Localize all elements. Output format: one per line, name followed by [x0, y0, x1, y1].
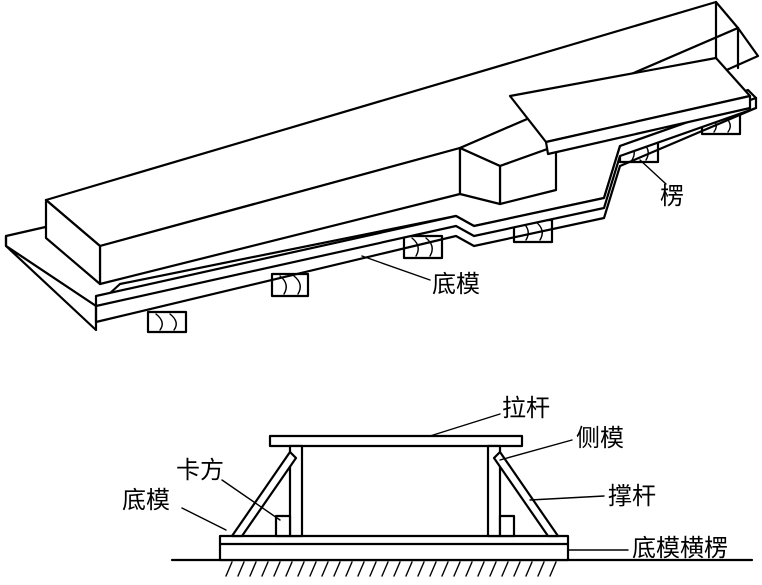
batten-1 — [146, 310, 188, 334]
ground-hatch — [225, 561, 557, 577]
bottom-cross-batten — [218, 534, 570, 562]
batten-2 — [270, 272, 310, 298]
top-bottom-form-label: 底模 — [432, 270, 480, 298]
tie-rod — [268, 434, 524, 448]
isometric-formwork — [4, 0, 760, 334]
block-leader — [221, 479, 281, 521]
block-label: 卡方 — [176, 456, 224, 484]
brace-label: 撑杆 — [608, 482, 656, 510]
section-formwork — [170, 413, 754, 577]
bottom-form-label: 底模 — [122, 486, 170, 514]
tie-rod-label: 拉杆 — [502, 394, 550, 422]
beam-end — [44, 198, 102, 286]
tie-rod-leader — [429, 413, 501, 437]
side-form-label: 侧模 — [576, 424, 624, 452]
brace-right — [492, 450, 560, 538]
right-beam-front — [544, 94, 752, 156]
side-form-left — [288, 444, 304, 538]
brace-leader — [529, 495, 605, 501]
bottom-cross-batten-label: 底模横楞 — [632, 534, 728, 562]
step-side — [458, 146, 502, 206]
block-left — [274, 514, 292, 538]
brace-left — [230, 450, 298, 538]
top-batten-label: 楞 — [660, 182, 684, 210]
top-bottom-form-leader — [361, 255, 431, 281]
bottom-plate-front — [94, 96, 758, 308]
bottom-form-leader — [181, 507, 227, 531]
block-right — [498, 514, 516, 538]
side-form-leader — [499, 439, 573, 461]
batten-leader — [639, 159, 667, 185]
side-form-right — [486, 444, 502, 538]
